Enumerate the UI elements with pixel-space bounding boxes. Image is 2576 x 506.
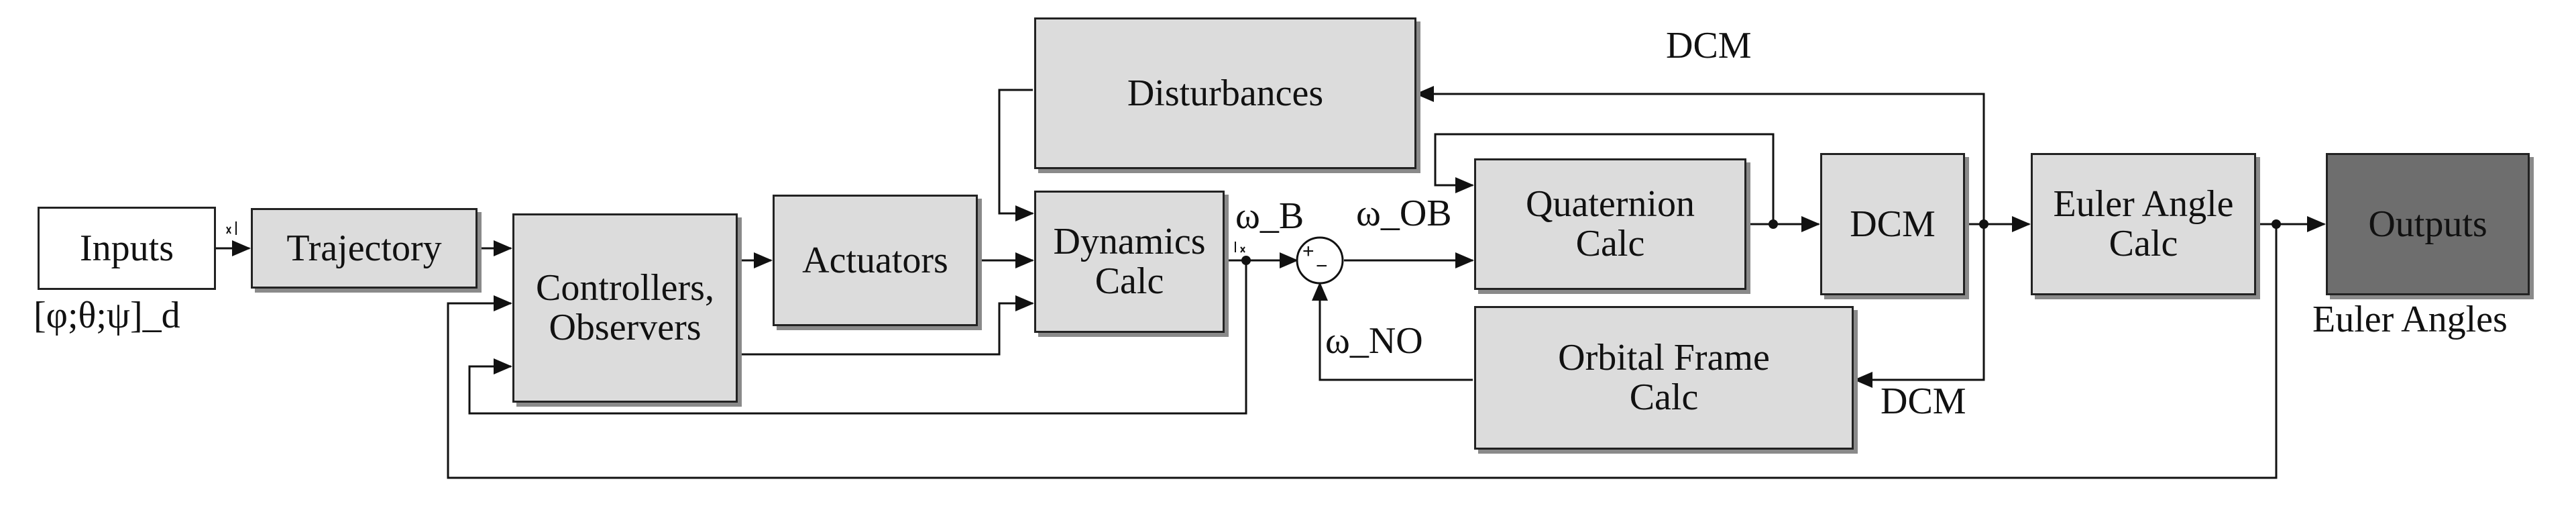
outputs-block[interactable]: Outputs	[2326, 153, 2530, 295]
quaternion-calc-block[interactable]: Quaternion Calc	[1474, 158, 1746, 290]
actuators-block[interactable]: Actuators	[773, 195, 978, 326]
port-mark	[226, 221, 237, 235]
line-dcm-to-orbital	[1854, 224, 1985, 388]
trajectory-block[interactable]: Trajectory	[251, 208, 478, 289]
dynamics-calc-block[interactable]: Dynamics Calc	[1034, 191, 1225, 333]
euler-angles-label: Euler Angles	[2312, 299, 2508, 340]
line-orbital-to-sum	[1312, 282, 1473, 381]
branch-dot	[1769, 219, 1778, 229]
omega-no-label: ω_NO	[1325, 320, 1423, 362]
euler-angle-calc-block[interactable]: Euler Angle Calc	[2031, 153, 2256, 295]
sum-plus-sign: +	[1302, 240, 1314, 262]
controllers-observers-block[interactable]: Controllers, Observers	[512, 213, 738, 403]
dcm-feedback-bottom-label: DCM	[1881, 381, 1966, 422]
line-quaternion-loop	[1434, 133, 1775, 224]
orbital-frame-calc-block[interactable]: Orbital Frame Calc	[1474, 306, 1854, 450]
omega-ob-label: ω_OB	[1356, 193, 1452, 234]
line-controllers-to-dynamics-lower	[738, 295, 1034, 356]
omega-b-label: ω_B	[1235, 195, 1304, 237]
line-disturbances-to-dynamics	[998, 89, 1034, 221]
inputs-block[interactable]: Inputs	[38, 207, 216, 290]
branch-dot	[1979, 219, 1989, 229]
sum-junction	[1296, 236, 1344, 285]
branch-dot	[2272, 219, 2281, 229]
port-mark	[1235, 242, 1245, 253]
disturbances-block[interactable]: Disturbances	[1034, 17, 1416, 169]
dcm-feedback-top-label: DCM	[1666, 25, 1752, 66]
line-omega-b-feedback	[468, 260, 1247, 415]
desired-angles-label: [φ;θ;ψ]_d	[34, 295, 180, 336]
dcm-block[interactable]: DCM	[1820, 153, 1965, 295]
line-dcm-to-disturbances	[1415, 86, 1985, 224]
line-euler-feedback	[447, 224, 2278, 479]
branch-dot	[1241, 256, 1251, 265]
sum-minus-sign: −	[1316, 255, 1328, 277]
